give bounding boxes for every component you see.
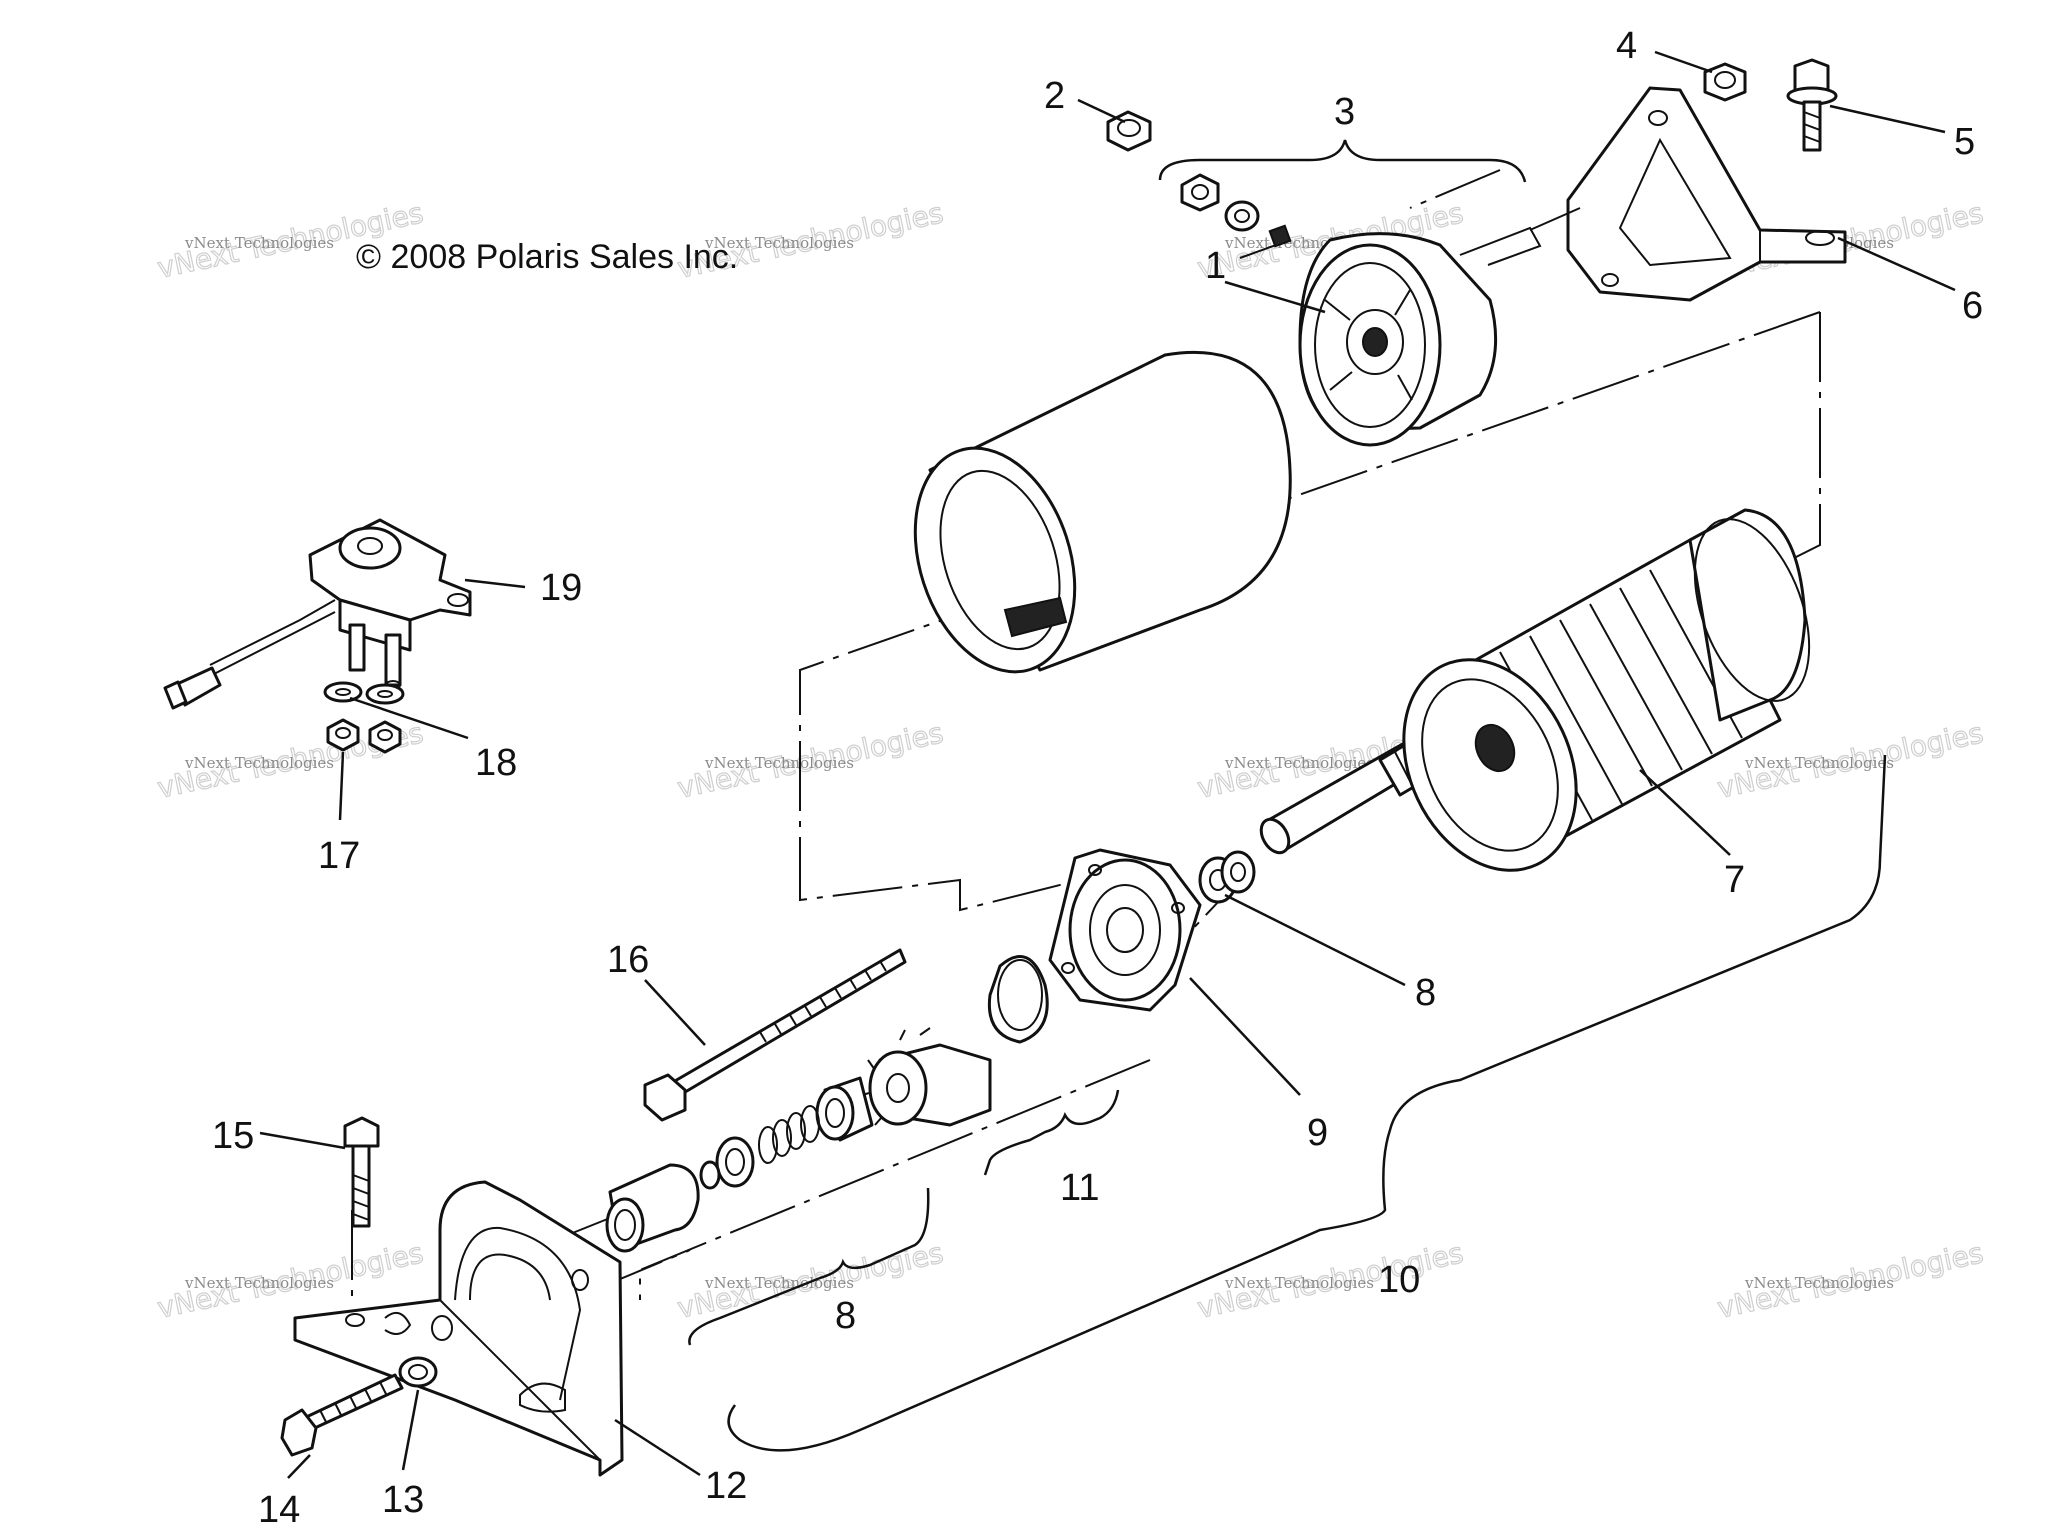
- part-spring: [758, 1105, 820, 1164]
- watermark-11: vNext Technologies vNext Technologies: [1194, 1236, 1467, 1326]
- leader-15: [259, 1131, 346, 1150]
- part-8-armature-washers: [1198, 850, 1256, 904]
- callout-6: 6: [1962, 285, 1983, 327]
- watermark-small-text: vNext Technologies: [1744, 754, 1894, 772]
- part-17-nuts: [326, 718, 402, 754]
- part-18-washers: [323, 681, 405, 705]
- leader-1: [1224, 280, 1326, 314]
- part-5-bolt: [1786, 58, 1838, 152]
- watermark-layer: vNext Technologies vNext Technologies vN…: [154, 196, 1987, 1326]
- leader-lines: [259, 50, 1956, 1479]
- leader-16: [644, 979, 706, 1046]
- watermark-small-text: vNext Technologies: [704, 754, 854, 772]
- watermark-small-text: vNext Technologies: [1224, 754, 1374, 772]
- part-9-drive-end-plate: [1048, 848, 1202, 1012]
- callout-13: 13: [382, 1479, 424, 1521]
- part-16-through-bolt: [643, 948, 907, 1122]
- watermark-small-text: vNext Technologies: [1224, 1274, 1374, 1292]
- callout-18: 18: [475, 742, 517, 784]
- callout-12: 12: [705, 1465, 747, 1507]
- part-8-drive-spacers: [605, 1136, 755, 1253]
- braces: [688, 139, 1887, 1452]
- part-15-bolt: [343, 1116, 380, 1228]
- leader-12: [614, 1418, 701, 1477]
- part-13-washer: [398, 1356, 438, 1388]
- leader-5: [1829, 104, 1946, 134]
- watermark-small-text: vNext Technologies: [704, 1274, 854, 1292]
- leader-18: [349, 696, 469, 740]
- part-6-mounting-bracket: [1566, 86, 1847, 302]
- watermark-small-text: vNext Technologies: [184, 234, 334, 252]
- callout-14: 14: [258, 1489, 300, 1531]
- part-3-nut-washer-kit: [1180, 173, 1292, 248]
- leader-6: [1837, 236, 1956, 292]
- part-19-solenoid: [163, 518, 472, 710]
- callout-1: 1: [1205, 245, 1226, 287]
- leader-19: [464, 578, 526, 589]
- watermark-small-text: vNext Technologies: [704, 234, 854, 252]
- callout-17: 17: [318, 835, 360, 877]
- callout-8-lower: 8: [835, 1295, 856, 1337]
- leader-2: [1077, 98, 1126, 124]
- part-14-bolt: [280, 1373, 404, 1457]
- part-12-mounting-bracket: [293, 1180, 624, 1477]
- part-4-nut: [1703, 62, 1747, 102]
- watermark-small-text: vNext Technologies: [184, 1274, 334, 1292]
- watermark-small-text: vNext Technologies: [1744, 1274, 1894, 1292]
- callout-16: 16: [607, 939, 649, 981]
- callout-7: 7: [1724, 859, 1745, 901]
- callout-labels: 1 2 3 4 5 6 7 8 9 10 11 12 13 14 15 16 1…: [212, 25, 1983, 1531]
- callout-3: 3: [1334, 91, 1355, 133]
- part-2-nut: [1106, 110, 1152, 152]
- callout-4: 4: [1616, 25, 1637, 67]
- copyright-text: © 2008 Polaris Sales Inc.: [356, 238, 738, 276]
- watermark-small-text: vNext Technologies: [184, 754, 334, 772]
- watermark-12: vNext Technologies vNext Technologies: [1714, 1236, 1987, 1326]
- leader-14: [287, 1454, 311, 1479]
- callout-15: 15: [212, 1115, 254, 1157]
- part-starter-housing: [913, 350, 1292, 674]
- watermark-6: vNext Technologies vNext Technologies: [674, 716, 947, 806]
- part-1-end-cover: [1298, 207, 1581, 447]
- part-7-armature: [1259, 508, 1811, 872]
- leader-13: [401, 1389, 420, 1471]
- brace-11: [983, 1089, 1120, 1176]
- callout-19: 19: [540, 567, 582, 609]
- callout-8-upper: 8: [1415, 972, 1436, 1014]
- callout-9: 9: [1307, 1112, 1328, 1154]
- brace-3: [1158, 139, 1527, 183]
- leader-7: [1639, 769, 1731, 856]
- part-11-drive-assembly: [815, 955, 1049, 1142]
- callout-11: 11: [1060, 1167, 1099, 1209]
- leader-9: [1189, 977, 1301, 1096]
- brace-8-lower: [688, 1187, 930, 1346]
- brace-10: [727, 754, 1887, 1452]
- callout-10: 10: [1378, 1259, 1420, 1301]
- callout-5: 5: [1954, 121, 1975, 163]
- leader-17: [338, 751, 345, 821]
- leader-4: [1654, 50, 1713, 74]
- leader-8-upper: [1224, 893, 1406, 987]
- callout-2: 2: [1044, 75, 1065, 117]
